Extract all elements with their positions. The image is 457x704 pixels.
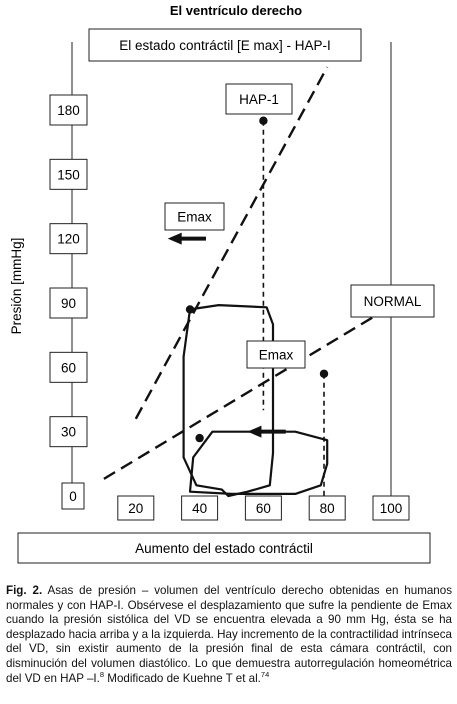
emax-normal-label: Emax bbox=[259, 348, 294, 363]
y-tick-box-30 bbox=[49, 416, 88, 448]
y-tick-box-120 bbox=[49, 223, 88, 255]
chart-title: El ventrículo derecho bbox=[170, 3, 302, 18]
figure-caption: Fig. 2. Asas de presión – volumen del ve… bbox=[6, 584, 452, 686]
y-tick-label-120: 120 bbox=[57, 232, 80, 247]
emax-hap-label-box bbox=[164, 202, 225, 231]
y-axis-ticks: 0 30 60 90 120 150 180 bbox=[49, 94, 88, 510]
chart-figure: El ventrículo derecho El estado contráct… bbox=[9, 3, 435, 564]
normal-end-systolic-point bbox=[195, 433, 204, 443]
y-tick-box-60 bbox=[49, 351, 88, 383]
x-tick-label-60: 60 bbox=[256, 501, 271, 516]
x-tick-box-20 bbox=[117, 495, 155, 521]
x-tick-box-60 bbox=[244, 495, 282, 521]
normal-label-box bbox=[350, 284, 435, 318]
y-tick-box-90 bbox=[49, 287, 88, 319]
y-tick-label-60: 60 bbox=[61, 360, 76, 375]
hap-emax-line bbox=[134, 66, 329, 420]
x-tick-box-40 bbox=[181, 495, 219, 521]
caption-label: Fig. 2. bbox=[6, 584, 43, 597]
x-tick-label-40: 40 bbox=[192, 501, 207, 516]
hap-label: HAP-1 bbox=[239, 92, 279, 107]
hap-label-box bbox=[225, 83, 293, 115]
y-tick-box-150 bbox=[49, 158, 88, 190]
caption-text-2: Modificado de Kuehne T et al. bbox=[104, 671, 261, 685]
emax-hap-label: Emax bbox=[177, 210, 212, 225]
y-tick-box-0 bbox=[61, 482, 85, 510]
normal-peak-point bbox=[319, 369, 329, 378]
emax-normal-label-box bbox=[246, 340, 306, 369]
caption-ref-1: 8 bbox=[99, 669, 105, 679]
y-tick-label-30: 30 bbox=[61, 425, 76, 440]
y-axis-label: Presión [mmHg] bbox=[9, 238, 24, 335]
hap-pv-loop bbox=[182, 304, 275, 498]
hap-end-systolic-point bbox=[185, 305, 195, 314]
x-tick-box-100 bbox=[372, 495, 410, 521]
y-tick-label-0: 0 bbox=[69, 489, 77, 504]
y-tick-label-180: 180 bbox=[57, 103, 80, 118]
y-tick-label-90: 90 bbox=[61, 296, 76, 311]
normal-emax-line bbox=[103, 297, 405, 480]
caption-ref-2: 74 bbox=[260, 669, 270, 679]
caption-text: Asas de presión – volumen del ventrículo… bbox=[6, 584, 452, 685]
x-tick-label-100: 100 bbox=[380, 501, 403, 516]
y-tick-label-150: 150 bbox=[57, 167, 80, 182]
chart-subtitle: El estado contráctil [E max] - HAP-I bbox=[119, 38, 331, 53]
x-axis-ticks: 20 40 60 80 100 bbox=[117, 495, 410, 521]
y-tick-box-180 bbox=[49, 94, 88, 126]
normal-pv-loop bbox=[188, 430, 329, 495]
normal-label: NORMAL bbox=[364, 294, 422, 309]
x-tick-label-20: 20 bbox=[128, 501, 143, 516]
shift-arrow-head-1 bbox=[167, 232, 182, 245]
hap-peak-point bbox=[259, 116, 268, 125]
x-tick-label-80: 80 bbox=[320, 501, 335, 516]
x-tick-box-80 bbox=[308, 495, 346, 521]
x-axis-label-box bbox=[17, 532, 431, 564]
shift-arrow-head-2 bbox=[247, 425, 262, 438]
x-axis-label: Aumento del estado contráctil bbox=[135, 541, 313, 556]
subtitle-box bbox=[88, 28, 362, 62]
